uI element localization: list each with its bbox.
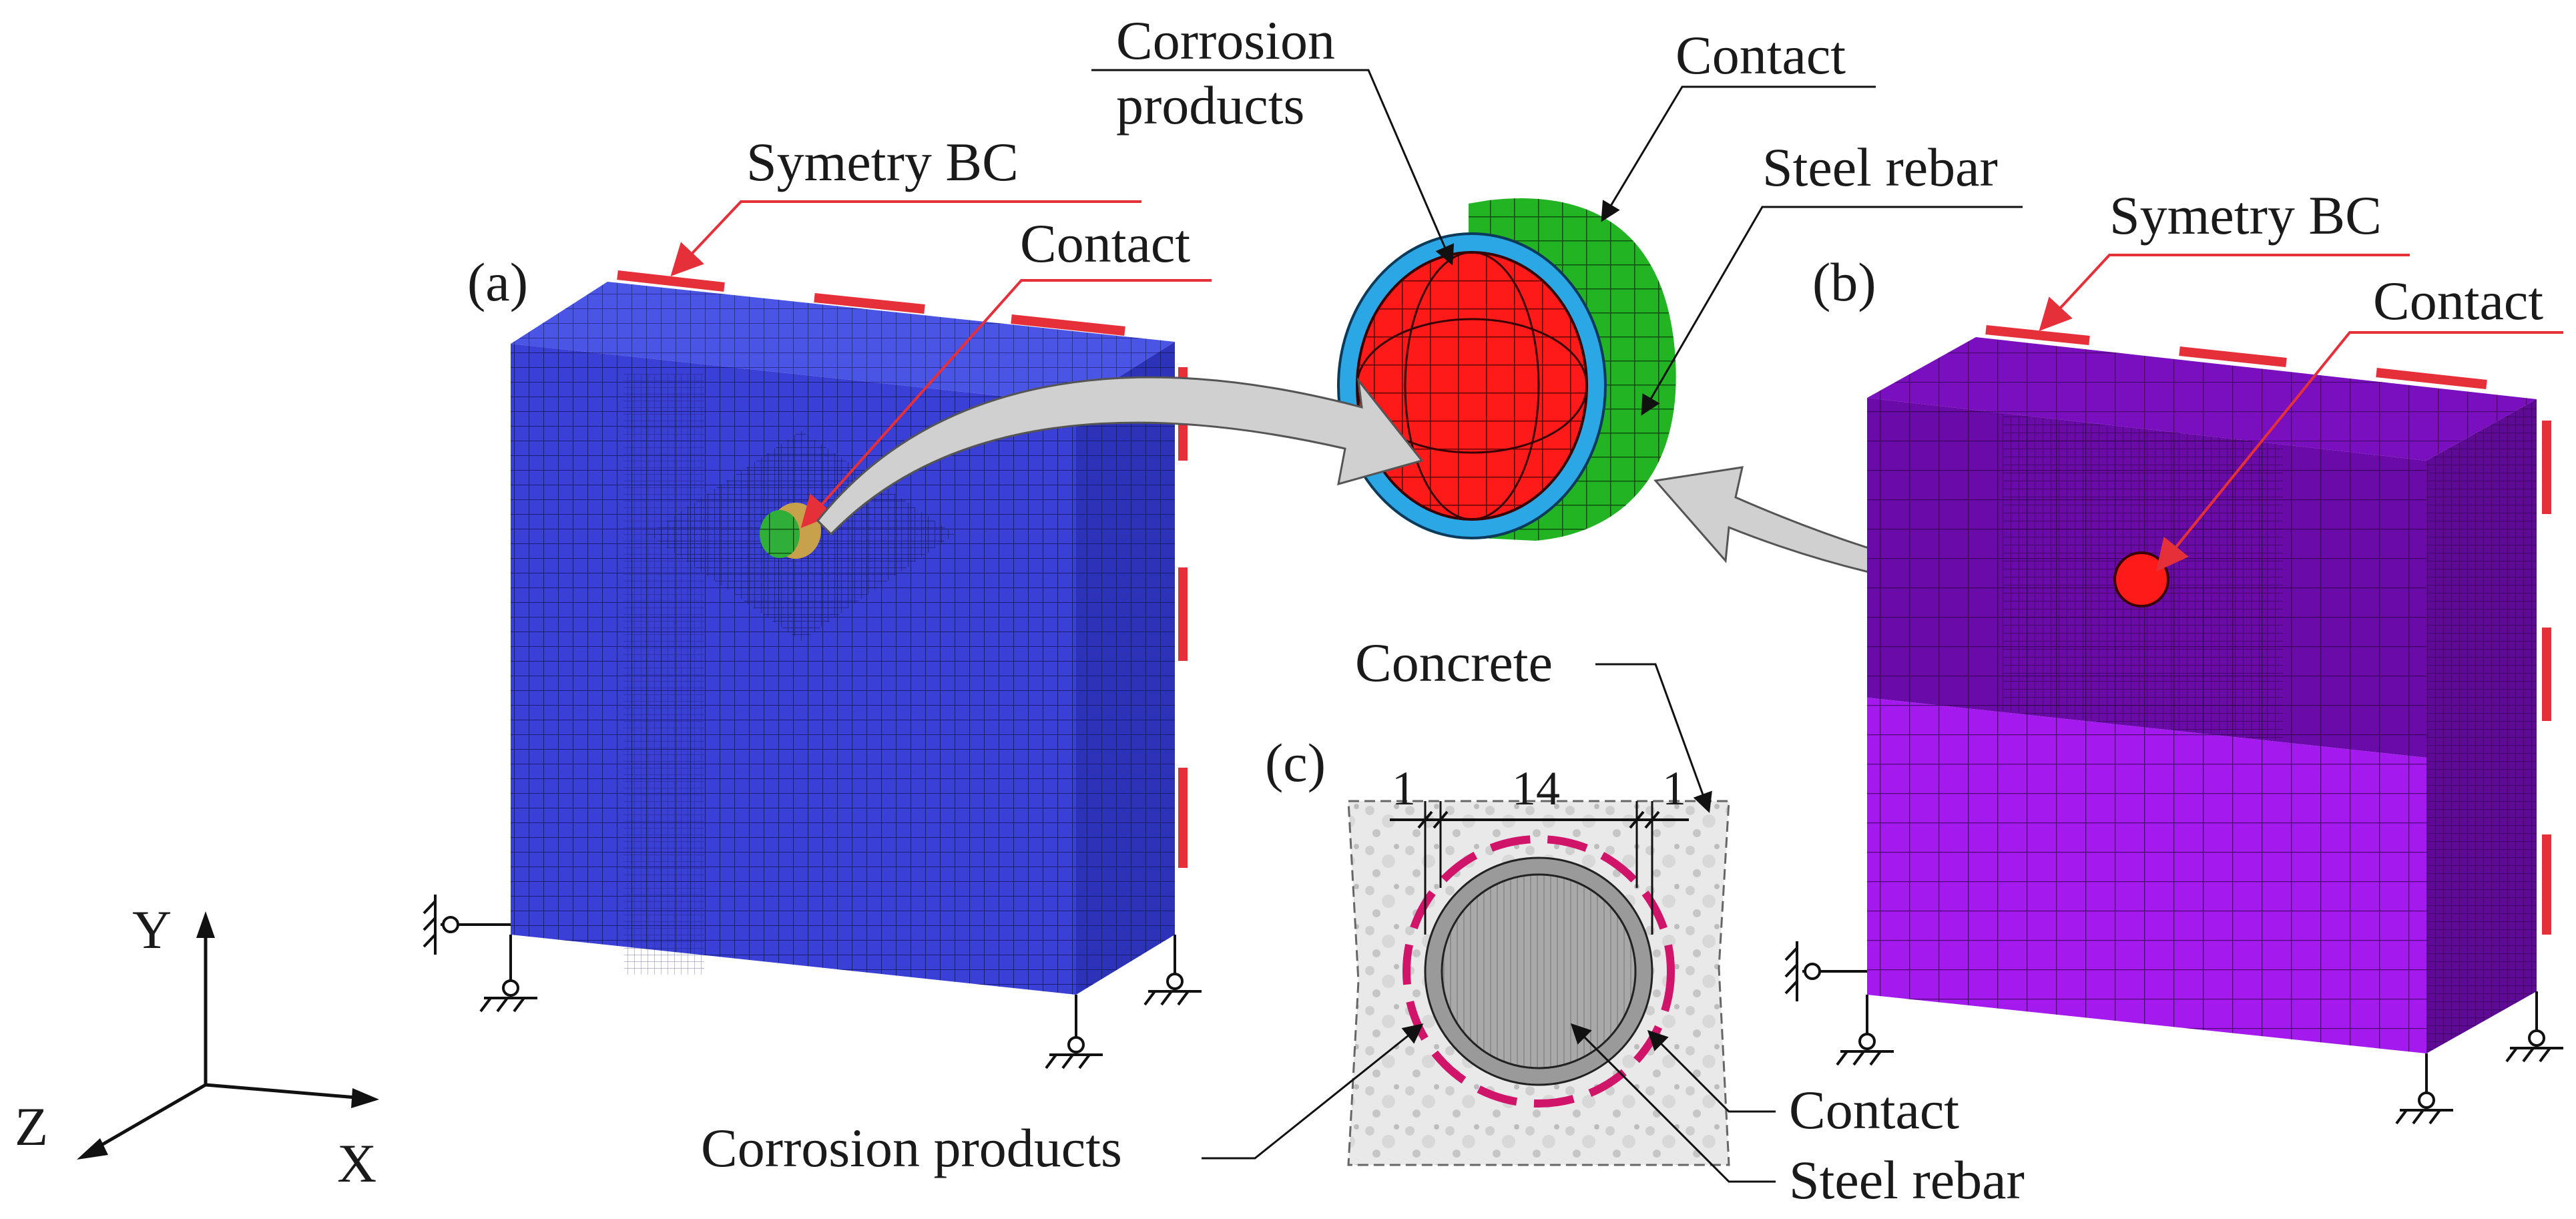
axis-y-label: Y xyxy=(132,899,172,960)
panel-b-contact-leader xyxy=(2155,331,2563,572)
detail-rebar-label: Steel rebar xyxy=(1762,137,1998,198)
panel-c-dim-right: 1 xyxy=(1662,762,1686,815)
axis-z-label: Z xyxy=(15,1096,48,1157)
panel-b-symmetry-bc xyxy=(1985,325,2551,935)
panel-a-supports xyxy=(423,895,1202,1069)
detail-contact-leader xyxy=(1601,85,1876,222)
panel-c-section xyxy=(1347,800,1730,1166)
panel-c-corrosion-dashed-ring xyxy=(1402,835,1675,1108)
panel-b-symmetry-leader xyxy=(2039,254,2410,331)
panel-a-contact-leader xyxy=(800,279,1212,528)
detail-corrosion-label-line2: products xyxy=(1116,75,1304,136)
panel-b-mesh xyxy=(1867,337,2537,1053)
panel-c-dim-mid: 14 xyxy=(1512,762,1560,815)
panel-a-tag: (a) xyxy=(467,252,528,312)
detail-corrosion-leader xyxy=(1091,69,1455,266)
detail-contact-label: Contact xyxy=(1676,25,1846,85)
axes-triad xyxy=(77,911,379,1160)
panel-c-dim-left: 1 xyxy=(1392,762,1416,815)
detail-rebar-leader xyxy=(1641,206,2023,416)
panel-a-symmetry-leader xyxy=(670,200,1141,276)
panel-c-contact-label: Contact xyxy=(1789,1079,1959,1140)
panel-c-concrete-label: Concrete xyxy=(1355,632,1553,693)
panel-c-tag: (c) xyxy=(1265,732,1326,793)
panel-c-corrosion-label: Corrosion products xyxy=(701,1118,1122,1178)
detail-corrosion-label-line1: Corrosion xyxy=(1116,10,1335,71)
panel-c-contact-leader xyxy=(1647,1029,1776,1113)
arrow-a-to-detail xyxy=(816,376,1424,536)
panel-a-symmetry-label: Symetry BC xyxy=(746,132,1019,192)
panel-c-steel-rebar xyxy=(1441,873,1637,1069)
panel-c-corrosion-leader xyxy=(1202,1023,1424,1160)
panel-b-symmetry-label: Symetry BC xyxy=(2109,185,2382,246)
panel-a-contact-label: Contact xyxy=(1020,213,1190,274)
rebar-detail xyxy=(1337,198,1676,541)
panel-c-rebar-leader xyxy=(1570,1023,1776,1183)
panel-b-contact-label: Contact xyxy=(2373,270,2543,331)
panel-c-concrete-leader xyxy=(1595,663,1712,813)
panel-b-rebar xyxy=(2113,551,2169,607)
axis-x-label: X xyxy=(337,1133,376,1194)
panel-b-supports xyxy=(1784,941,2563,1125)
panel-b-tag: (b) xyxy=(1812,252,1876,312)
panel-c-rebar-label: Steel rebar xyxy=(1789,1150,2025,1210)
panel-a-mesh xyxy=(511,282,1175,995)
